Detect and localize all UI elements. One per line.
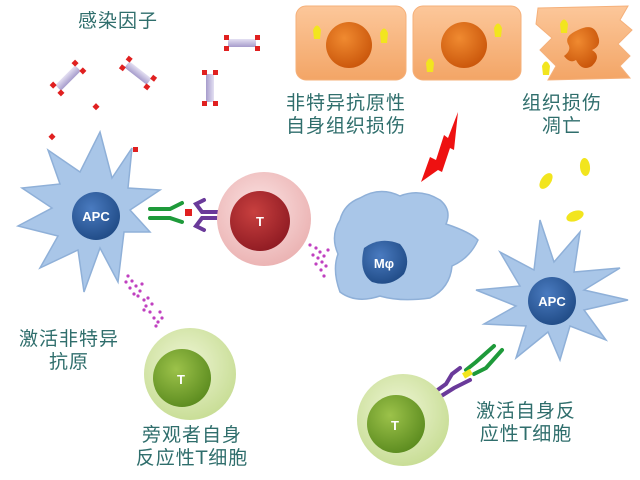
macrophage-cell bbox=[333, 190, 479, 301]
label-line: 激活非特异 bbox=[18, 328, 119, 350]
tcr-mhc-complex-right bbox=[430, 344, 504, 400]
label-line: 凋亡 bbox=[541, 115, 582, 137]
label-line: 反应性T细胞 bbox=[135, 447, 249, 469]
t-cell-red bbox=[217, 172, 311, 266]
cytokine-dots-left bbox=[124, 274, 164, 328]
label-activate-nonspecific-antigen: 激活非特异 抗原 bbox=[14, 328, 124, 374]
pathogen-rod bbox=[202, 70, 218, 106]
t-cell-green-autoreactive bbox=[357, 374, 449, 466]
label-tissue-damage-apoptosis: 组织损伤 凋亡 bbox=[514, 92, 610, 138]
label-line: 组织损伤 bbox=[521, 92, 602, 114]
label-activate-autoreactive-t: 激活自身反 应性T细胞 bbox=[470, 400, 582, 446]
tissue-cell-1 bbox=[295, 5, 407, 81]
tcr-mhc-complex-left bbox=[148, 198, 220, 232]
cytokine-dots-right bbox=[308, 243, 330, 278]
label-bystander-autoreactive-t: 旁观者自身 反应性T细胞 bbox=[130, 424, 254, 470]
label-infectious-agents: 感染因子 bbox=[78, 10, 159, 32]
label-line: 非特异抗原性 bbox=[286, 92, 407, 114]
antigen-fragments bbox=[48, 103, 138, 152]
label-line: 旁观者自身 bbox=[141, 424, 242, 446]
pathogen-rod bbox=[118, 55, 158, 91]
t-cell-green-bystander-label: T bbox=[177, 372, 185, 387]
label-line: 应性T细胞 bbox=[479, 423, 573, 445]
pathogen-rod bbox=[49, 59, 87, 97]
label-line: 自身组织损伤 bbox=[286, 115, 407, 137]
label-line: 抗原 bbox=[48, 351, 89, 373]
apc-right-cell bbox=[475, 219, 629, 363]
self-antigens bbox=[539, 158, 591, 222]
macrophage-label: Mφ bbox=[374, 256, 394, 271]
pathogen-rod bbox=[224, 35, 260, 51]
apoptotic-tissue-cell bbox=[535, 5, 633, 81]
t-cell-green-bystander bbox=[144, 328, 236, 420]
label-line: 激活自身反 bbox=[475, 400, 576, 422]
t-cell-red-label: T bbox=[256, 214, 264, 229]
apc-left-label: APC bbox=[82, 209, 110, 224]
apc-left-cell bbox=[15, 129, 163, 293]
label-nonspecific-tissue-damage: 非特异抗原性 自身组织损伤 bbox=[286, 92, 406, 138]
damage-lightning-icon bbox=[421, 112, 458, 182]
t-cell-green-autoreactive-label: T bbox=[391, 418, 399, 433]
apc-right-label: APC bbox=[538, 294, 566, 309]
tissue-cell-2 bbox=[412, 5, 522, 81]
